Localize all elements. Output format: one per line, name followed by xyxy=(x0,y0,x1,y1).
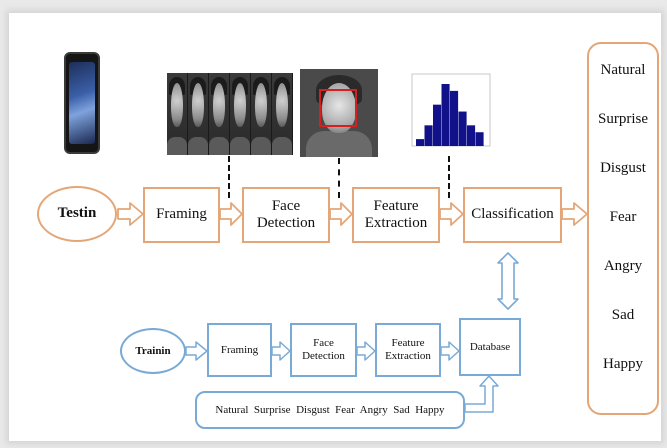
feature-extraction-box-bottom: Feature Extraction xyxy=(375,323,441,377)
emotion-label: Surprise xyxy=(598,111,648,127)
histogram-bar xyxy=(424,125,433,146)
emotion-label: Fear xyxy=(609,209,637,225)
face-detection-box-bottom: Face Detection xyxy=(290,323,357,377)
emotion-label: Happy xyxy=(603,356,643,372)
frame-sequence-image xyxy=(167,73,293,155)
emotion-label: Sad xyxy=(611,307,635,323)
emotion-output-box xyxy=(587,42,659,415)
connector-dashed xyxy=(228,156,230,198)
training-input-node: Trainin xyxy=(120,328,186,374)
histogram-bar xyxy=(441,84,450,146)
histogram-bar xyxy=(475,132,484,146)
connector-dashed xyxy=(338,158,340,198)
connector-dashed xyxy=(448,156,450,198)
emotion-label: Disgust xyxy=(600,160,646,176)
face-detection-box-top: Face Detection xyxy=(242,187,330,243)
histogram-bar xyxy=(433,104,442,146)
framing-box-bottom: Framing xyxy=(207,323,272,377)
testing-input-node: Testin xyxy=(37,186,117,242)
classification-box: Classification xyxy=(463,187,562,243)
feature-extraction-box-top: Feature Extraction xyxy=(352,187,440,243)
training-labels-box: Natural Surprise Disgust Fear Angry Sad … xyxy=(195,391,465,429)
face-detection-image xyxy=(300,69,378,157)
histogram-image xyxy=(406,68,494,154)
smartphone-image xyxy=(64,52,100,154)
database-box: Database xyxy=(459,318,521,376)
histogram-bar xyxy=(467,125,476,146)
framing-box-top: Framing xyxy=(143,187,220,243)
emotion-label: Natural xyxy=(600,62,646,78)
histogram-bar xyxy=(416,139,425,146)
emotion-label: Angry xyxy=(603,258,643,274)
histogram-bar xyxy=(458,111,467,146)
histogram-bar xyxy=(450,90,459,146)
